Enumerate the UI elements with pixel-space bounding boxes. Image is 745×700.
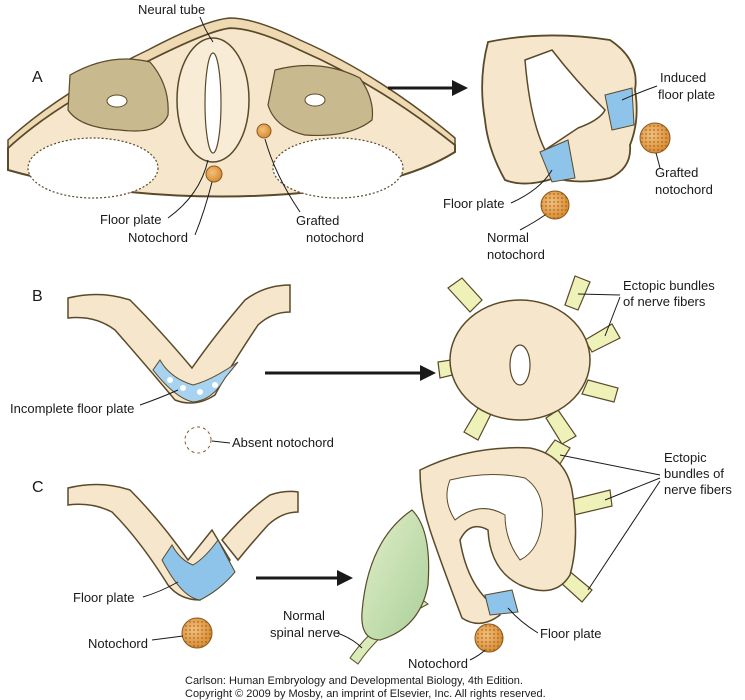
notochord-a xyxy=(205,165,223,183)
c-bundle-2 xyxy=(569,489,613,516)
panel-c-result xyxy=(349,439,613,665)
label-grafted-notochord-r1: Grafted xyxy=(655,165,698,180)
label-ectopic-b-1: Ectopic bundles xyxy=(623,278,715,293)
b-bundle-4 xyxy=(581,379,619,403)
arrow-c-head xyxy=(337,570,353,586)
label-neural-tube: Neural tube xyxy=(138,2,205,17)
panel-a-result xyxy=(481,34,671,220)
label-ectopic-b-2: of nerve fibers xyxy=(623,294,706,309)
induced-floor-plate xyxy=(604,87,635,131)
absent-notochord xyxy=(184,426,212,454)
label-absent-notochord: Absent notochord xyxy=(232,435,334,450)
panel-label-b: B xyxy=(32,288,43,305)
b-bundle-1 xyxy=(447,277,483,313)
label-induced-floor-plate-1: Induced xyxy=(660,70,706,85)
label-normal-notochord-2: notochord xyxy=(487,247,545,262)
label-incomplete-floor-plate: Incomplete floor plate xyxy=(10,401,134,416)
label-floor-plate-cr: Floor plate xyxy=(540,626,601,641)
label-notochord-c: Notochord xyxy=(88,636,148,651)
floor-plate-c xyxy=(161,539,236,601)
b-bundle-3 xyxy=(584,323,621,353)
result-a-lumen xyxy=(524,49,606,152)
label-notochord-a: Notochord xyxy=(128,230,188,245)
coelom-right xyxy=(272,137,404,199)
neural-tube-lumen xyxy=(204,52,222,154)
credit-line-2: Copyright © 2009 by Mosby, an imprint of… xyxy=(185,688,546,700)
b-bundle-5 xyxy=(545,409,577,445)
label-ectopic-c-3: nerve fibers xyxy=(664,482,732,497)
label-floor-plate-c: Floor plate xyxy=(73,590,134,605)
label-normal-notochord-1: Normal xyxy=(487,230,529,245)
label-normal-spinal-nerve-1: Normal xyxy=(283,608,325,623)
label-ectopic-c-2: bundles of xyxy=(664,466,724,481)
neural-plate-b xyxy=(67,284,291,404)
label-normal-spinal-nerve-2: spinal nerve xyxy=(270,625,340,640)
neural-plate-c-right xyxy=(221,490,299,562)
label-floor-plate-a: Floor plate xyxy=(100,212,161,227)
panel-label-c: C xyxy=(32,479,44,496)
grafted-notochord-a xyxy=(256,123,272,139)
panel-c-neural-plate xyxy=(67,483,299,649)
label-grafted-notochord-a: Grafted xyxy=(296,213,339,228)
label-induced-floor-plate-2: floor plate xyxy=(658,87,715,102)
c-result-lumen xyxy=(446,473,543,561)
somite-right-cavity xyxy=(304,93,326,107)
panel-b-neural-plate xyxy=(67,284,291,454)
spinal-ganglion xyxy=(361,509,430,641)
panel-label-a: A xyxy=(32,69,43,86)
b-result-lumen xyxy=(509,344,531,386)
arrow-a-head xyxy=(452,80,468,96)
label-grafted-notochord-a2: notochord xyxy=(306,230,364,245)
result-a-floor-plate xyxy=(539,139,576,183)
panel-b-result xyxy=(437,275,621,445)
credit-line-1: Carlson: Human Embryology and Developmen… xyxy=(185,675,523,687)
label-floor-plate-r: Floor plate xyxy=(443,196,504,211)
somite-left-cavity xyxy=(106,94,128,108)
panel-a-embryo xyxy=(7,17,456,199)
coelom-left xyxy=(27,137,159,199)
floor-plate-cr xyxy=(484,589,519,616)
label-grafted-notochord-r2: notochord xyxy=(655,182,713,197)
label-notochord-cr: Notochord xyxy=(408,656,468,671)
b-bundle-2 xyxy=(564,275,591,311)
arrow-b-head xyxy=(420,365,436,381)
label-ectopic-c-1: Ectopic xyxy=(664,450,707,465)
